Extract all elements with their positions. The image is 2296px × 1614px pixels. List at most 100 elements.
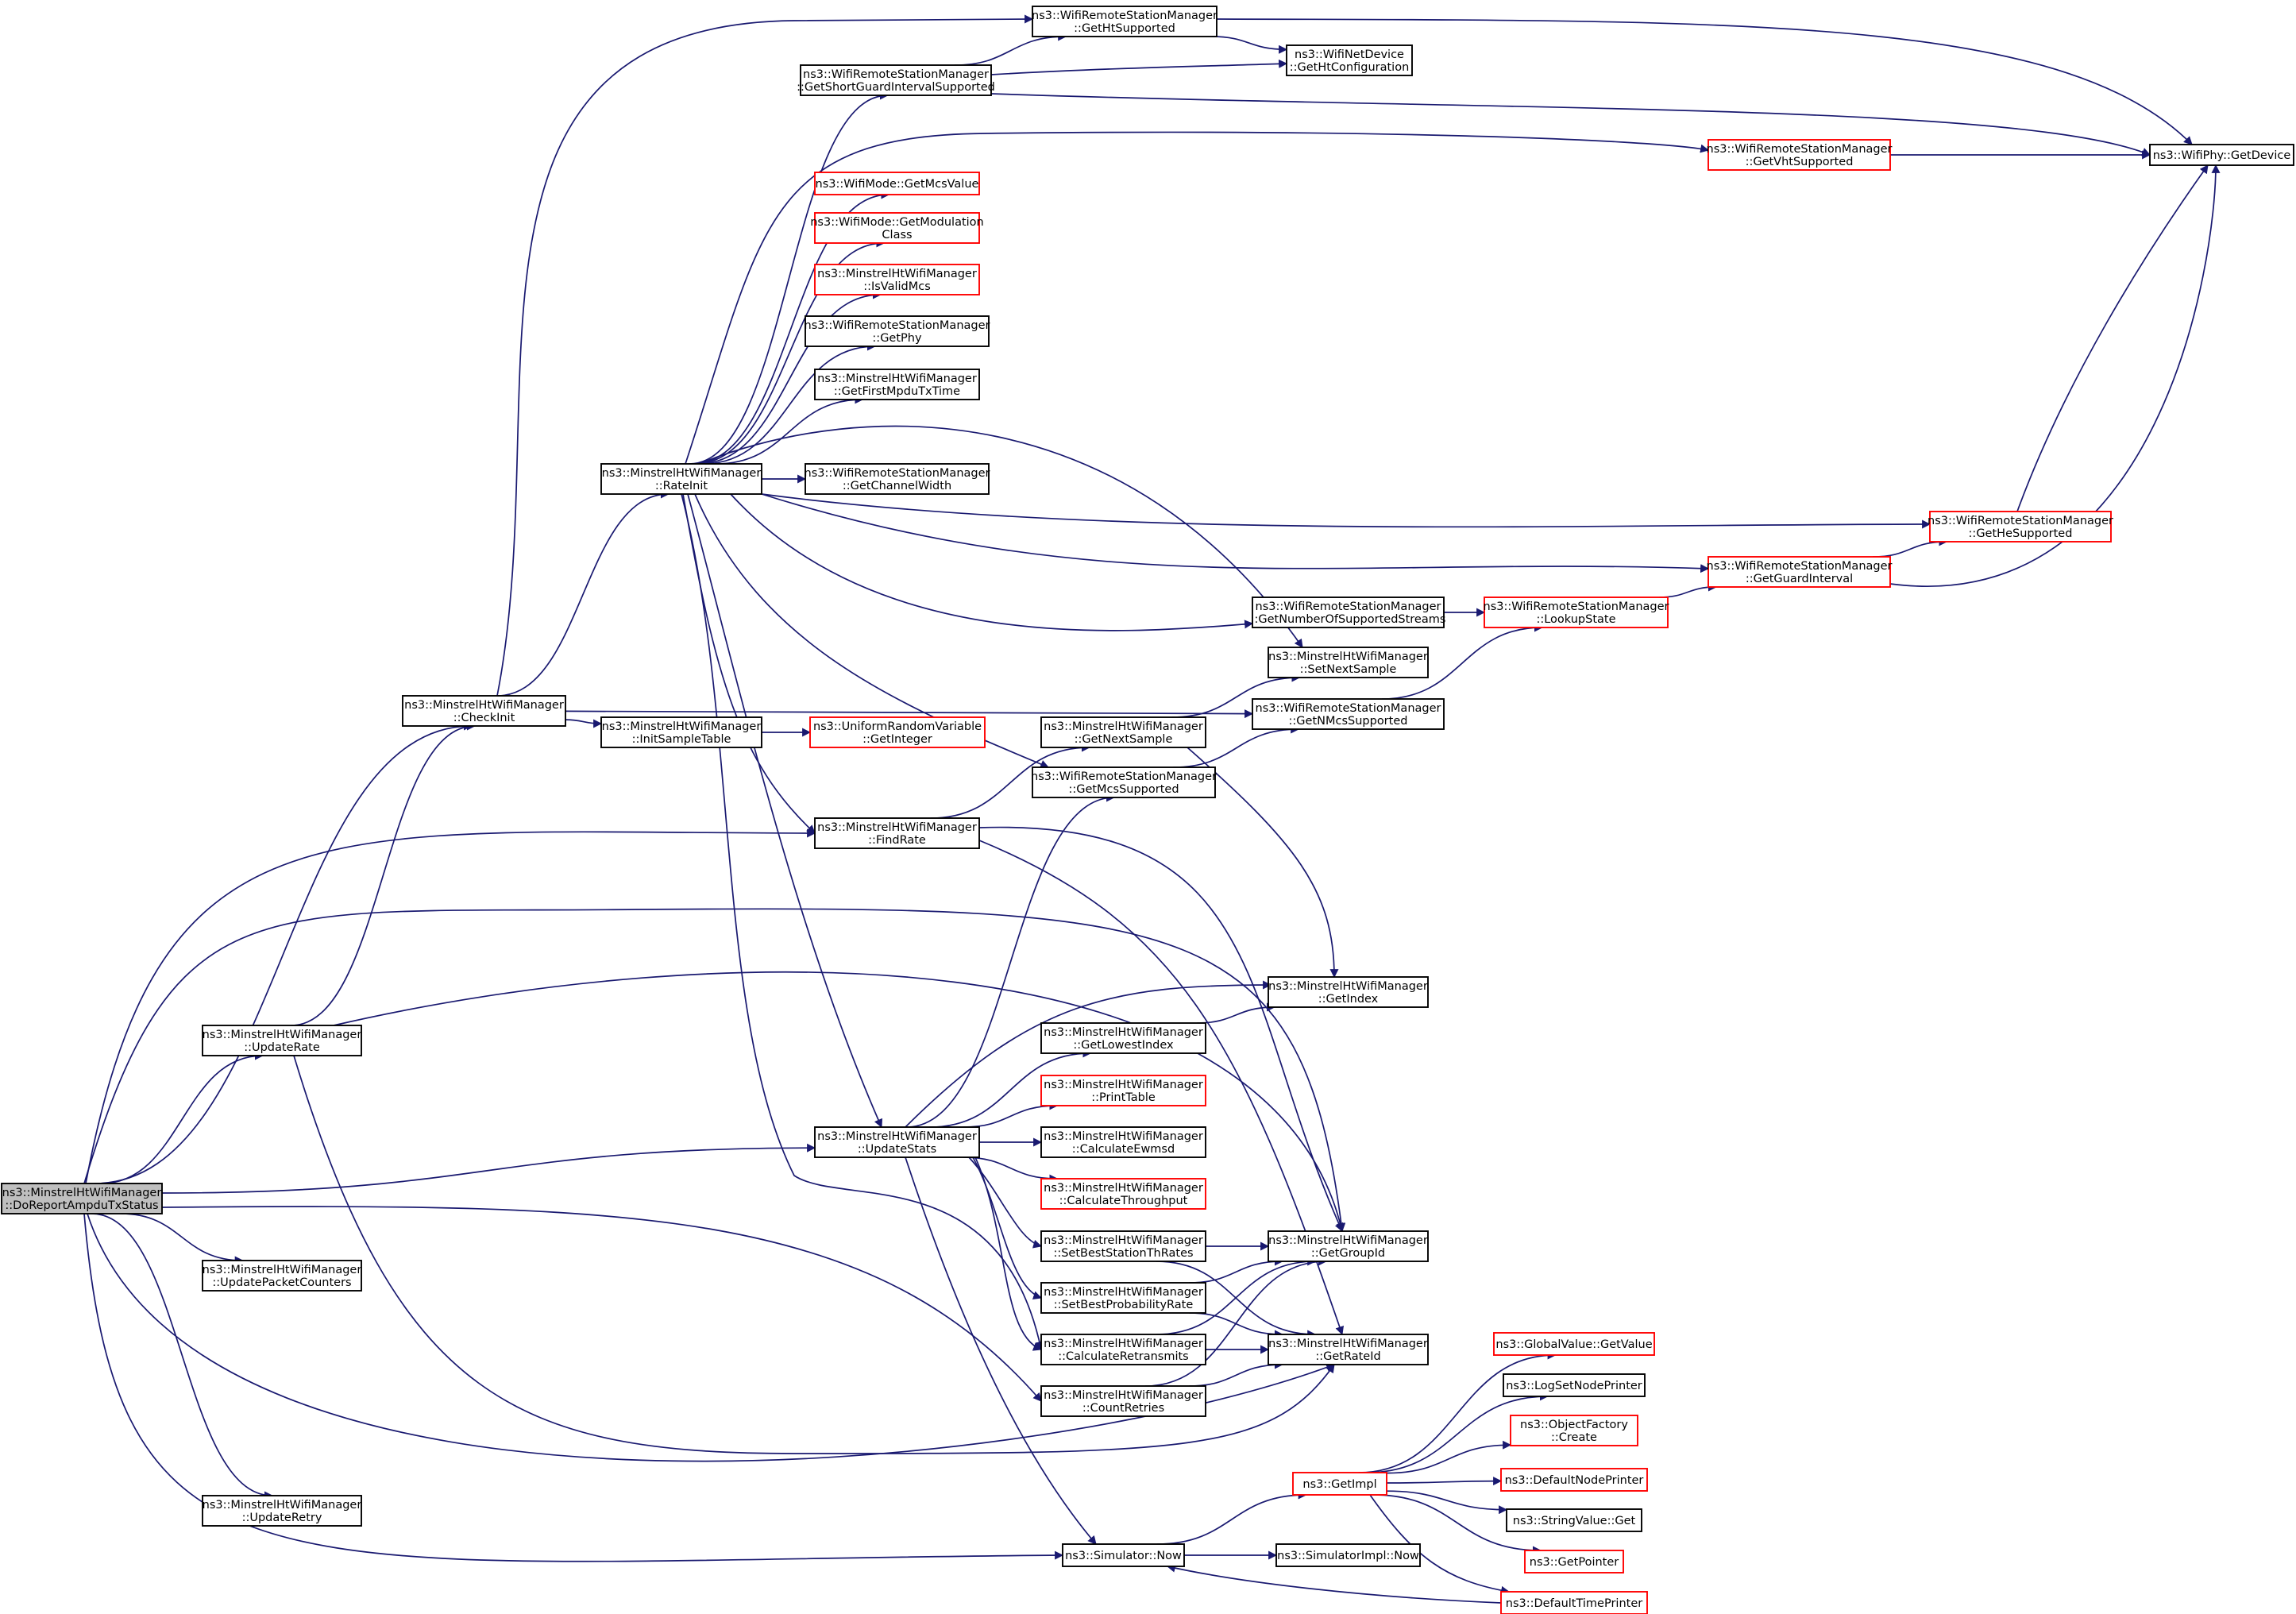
- function-node-updaterate[interactable]: ns3::MinstrelHtWifiManager::UpdateRate: [202, 1025, 362, 1056]
- function-node-getnext[interactable]: ns3::MinstrelHtWifiManager::GetNextSampl…: [1040, 716, 1206, 748]
- function-node-findrate[interactable]: ns3::MinstrelHtWifiManager::FindRate: [814, 817, 980, 849]
- edge-line: [1373, 1494, 1542, 1555]
- call-edge-getimpl-to-stringvalue: [1386, 1490, 1508, 1515]
- call-edge-findrate-to-getnext: [931, 743, 1090, 819]
- function-node-getdevice[interactable]: ns3::WifiPhy::GetDevice: [2149, 144, 2294, 166]
- node-box: [1032, 6, 1217, 37]
- node-box: [1286, 44, 1413, 76]
- function-node-getchw[interactable]: ns3::WifiRemoteStationManager::GetChanne…: [805, 463, 990, 495]
- function-node-getfirstmpdu[interactable]: ns3::MinstrelHtWifiManager::GetFirstMpdu…: [814, 369, 980, 400]
- function-node-getht[interactable]: ns3::WifiRemoteStationManager::GetHtSupp…: [1032, 6, 1217, 37]
- edge-line: [1173, 724, 1300, 768]
- node-label-line: ns3::MinstrelHtWifiManager: [602, 720, 762, 733]
- function-node-updatestats[interactable]: ns3::MinstrelHtWifiManager::UpdateStats: [814, 1126, 980, 1158]
- function-node-getgi[interactable]: ns3::WifiRemoteStationManager::GetGuardI…: [1707, 556, 1893, 588]
- function-node-getrateid[interactable]: ns3::MinstrelHtWifiManager::GetRateId: [1268, 1334, 1429, 1365]
- function-node-getnss[interactable]: ns3::WifiRemoteStationManager::GetNumber…: [1251, 597, 1446, 628]
- node-label-line: ns3::MinstrelHtWifiManager: [1268, 1234, 1428, 1247]
- function-node-rateinit[interactable]: ns3::MinstrelHtWifiManager::RateInit: [600, 463, 762, 495]
- function-node-gethe[interactable]: ns3::WifiRemoteStationManager::GetHeSupp…: [1927, 511, 2113, 543]
- function-node-initsample[interactable]: ns3::MinstrelHtWifiManager::InitSampleTa…: [600, 716, 762, 748]
- function-node-calcthr[interactable]: ns3::MinstrelHtWifiManager::CalculateThr…: [1040, 1178, 1206, 1210]
- function-node-defnodeprinter[interactable]: ns3::DefaultNodePrinter: [1500, 1468, 1648, 1492]
- function-node-setnext[interactable]: ns3::MinstrelHtWifiManager::SetNextSampl…: [1268, 647, 1429, 678]
- edge-line: [83, 1213, 1064, 1562]
- function-node-calcewmsd[interactable]: ns3::MinstrelHtWifiManager::CalculateEwm…: [1040, 1126, 1206, 1158]
- function-node-setbeststa[interactable]: ns3::MinstrelHtWifiManager::SetBestStati…: [1040, 1230, 1206, 1262]
- call-edge-root-to-updatestats: [161, 1143, 816, 1194]
- edge-line: [1156, 1490, 1307, 1545]
- function-node-objfactory[interactable]: ns3::ObjectFactory::Create: [1510, 1415, 1638, 1446]
- call-edge-rateinit-to-updatestats: [687, 493, 883, 1129]
- function-node-updretry[interactable]: ns3::MinstrelHtWifiManager::UpdateRetry: [202, 1495, 362, 1527]
- node-label-line: ::GetHtSupported: [1074, 22, 1175, 35]
- node-label-line: ::IsValidMcs: [863, 280, 931, 293]
- node-box: [1, 1183, 163, 1214]
- node-box: [1510, 1415, 1638, 1446]
- function-node-getvht[interactable]: ns3::WifiRemoteStationManager::GetVhtSup…: [1707, 139, 1893, 171]
- node-label-line: ns3::MinstrelHtWifiManager: [203, 1029, 362, 1041]
- function-node-getsgi[interactable]: ns3::WifiRemoteStationManager::GetShortG…: [797, 64, 995, 96]
- function-node-simimplnow[interactable]: ns3::SimulatorImpl::Now: [1275, 1543, 1421, 1567]
- call-edge-getimpl-to-objfactory: [1386, 1440, 1512, 1474]
- function-node-globalvalue[interactable]: ns3::GlobalValue::GetValue: [1493, 1332, 1655, 1356]
- node-label-line: ::CalculateEwmsd: [1072, 1143, 1175, 1156]
- function-node-simnow[interactable]: ns3::Simulator::Now: [1062, 1543, 1185, 1567]
- node-box: [1040, 716, 1206, 748]
- node-box: [1503, 1373, 1646, 1397]
- function-node-getmcssup[interactable]: ns3::WifiRemoteStationManager::GetMcsSup…: [1031, 766, 1217, 798]
- node-box: [1252, 698, 1445, 730]
- function-node-getgroupid[interactable]: ns3::MinstrelHtWifiManager::GetGroupId: [1268, 1230, 1429, 1262]
- edge-line: [698, 425, 1303, 648]
- function-node-getimpl[interactable]: ns3::GetImpl: [1292, 1472, 1387, 1496]
- function-node-calcretr[interactable]: ns3::MinstrelHtWifiManager::CalculateRet…: [1040, 1334, 1206, 1365]
- node-box: [1929, 511, 2112, 543]
- function-node-setbestprob[interactable]: ns3::MinstrelHtWifiManager::SetBestProba…: [1040, 1282, 1206, 1314]
- function-node-isvalidmcs[interactable]: ns3::MinstrelHtWifiManager::IsValidMcs: [814, 264, 980, 295]
- edge-line: [1382, 623, 1543, 700]
- node-label-line: ::GetMcsSupported: [1068, 783, 1179, 796]
- node-label-line: ::GetRateId: [1315, 1350, 1380, 1363]
- function-node-logsetnode[interactable]: ns3::LogSetNodePrinter: [1503, 1373, 1646, 1397]
- function-node-htconfig[interactable]: ns3::WifiNetDevice::GetHtConfiguration: [1286, 44, 1413, 76]
- function-node-getindex[interactable]: ns3::MinstrelHtWifiManager::GetIndex: [1268, 976, 1429, 1008]
- call-edge-updatestats-to-calcthr: [963, 1156, 1059, 1183]
- node-label-line: ::RateInit: [655, 480, 708, 492]
- call-edge-updatestats-to-simnow: [905, 1156, 1097, 1545]
- node-label-line: ns3::WifiPhy::GetDevice: [2153, 149, 2291, 162]
- call-edge-getgi-to-gethe: [1873, 537, 1948, 558]
- function-node-deftimeprinter[interactable]: ns3::DefaultTimePrinter: [1500, 1591, 1648, 1614]
- node-box: [814, 212, 980, 244]
- call-edge-rateinit-to-getsgi: [689, 91, 889, 465]
- call-edge-countretries-to-getgroupid: [1145, 1257, 1327, 1387]
- edge-line: [929, 1048, 1092, 1128]
- node-label-line: ::Create: [1551, 1431, 1597, 1444]
- function-node-countretries[interactable]: ns3::MinstrelHtWifiManager::CountRetries: [1040, 1385, 1206, 1417]
- function-node-printtable[interactable]: ns3::MinstrelHtWifiManager::PrintTable: [1040, 1075, 1206, 1106]
- node-box: [1268, 976, 1429, 1008]
- edge-line: [1189, 1257, 1283, 1284]
- function-node-checkinit[interactable]: ns3::MinstrelHtWifiManager::CheckInit: [402, 695, 566, 727]
- function-node-getmcsval[interactable]: ns3::WifiMode::GetMcsValue: [814, 172, 980, 195]
- node-label-line: ns3::MinstrelHtWifiManager: [1044, 1234, 1203, 1247]
- edge-line: [161, 1143, 816, 1194]
- function-node-uniform[interactable]: ns3::UniformRandomVariable::GetInteger: [809, 716, 986, 748]
- function-node-stringvalue[interactable]: ns3::StringValue::Get: [1506, 1508, 1642, 1532]
- edge-line: [963, 1156, 1059, 1183]
- function-node-lookupstate[interactable]: ns3::WifiRemoteStationManager::LookupSta…: [1484, 597, 1669, 628]
- edge-line: [1358, 1350, 1557, 1473]
- node-label-line: ns3::DefaultNodePrinter: [1505, 1474, 1644, 1487]
- function-node-getlowest[interactable]: ns3::MinstrelHtWifiManager::GetLowestInd…: [1040, 1022, 1206, 1054]
- function-node-getnmcs[interactable]: ns3::WifiRemoteStationManager::GetNMcsSu…: [1252, 698, 1445, 730]
- node-label-line: ns3::WifiRemoteStationManager: [805, 319, 990, 332]
- function-node-getphy[interactable]: ns3::WifiRemoteStationManager::GetPhy: [805, 315, 990, 347]
- node-box: [1040, 1178, 1206, 1210]
- node-label-line: ns3::WifiRemoteStationManager: [803, 68, 989, 81]
- call-edge-updaterate-to-getrateid: [293, 1055, 1335, 1454]
- node-box: [809, 716, 986, 748]
- edge-line: [694, 493, 1050, 769]
- node-box: [600, 716, 762, 748]
- function-node-updpktcnt[interactable]: ns3::MinstrelHtWifiManager::UpdatePacket…: [202, 1260, 362, 1292]
- function-node-getpointer[interactable]: ns3::GetPointer: [1524, 1550, 1624, 1573]
